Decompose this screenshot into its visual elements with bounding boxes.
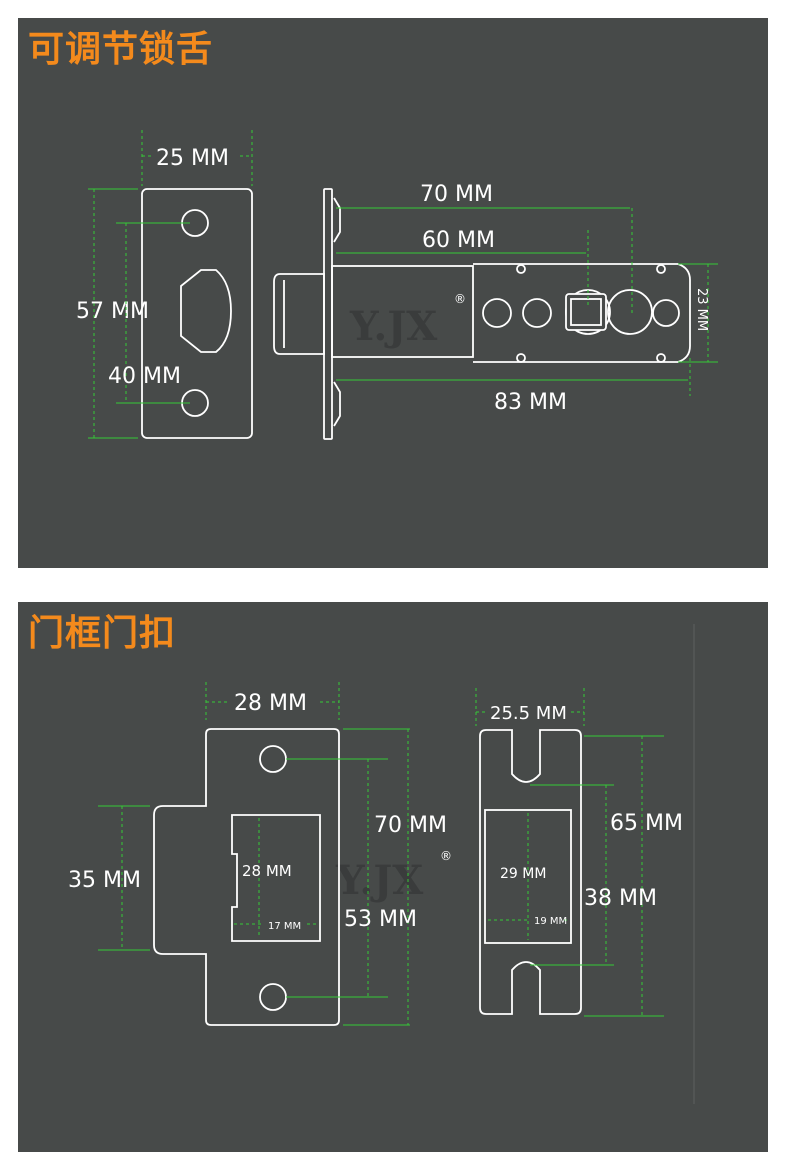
spindle-follower bbox=[565, 293, 607, 331]
tail-hole-2 bbox=[522, 298, 552, 328]
dim-hole-spacing: 40 MM bbox=[108, 222, 190, 404]
strike-plate-2-outline bbox=[479, 729, 582, 1015]
latch-diagram: Y.JX ® 25 MM 57 MM 40 bbox=[76, 130, 718, 440]
strike-diagram: Y.JX ® 28 MM 17 MM 28 MM 35 MM bbox=[68, 624, 695, 1104]
latch-tail bbox=[473, 263, 691, 363]
dim-plate2-height: 65 MM bbox=[584, 735, 683, 1017]
strike-plate-1-hole-top bbox=[259, 745, 287, 773]
dim-plate1-holes: 53 MM bbox=[286, 758, 417, 998]
dim-plate2-width: 25.5 MM bbox=[475, 688, 585, 726]
latch-panel: 可调节锁舌 Y.JX ® 25 MM 57 MM bbox=[18, 18, 768, 568]
label-17mm-window: 17 MM bbox=[268, 921, 301, 932]
dim-faceplate-width: 25 MM bbox=[141, 130, 253, 186]
dim-body-height: 23 MM bbox=[678, 263, 718, 363]
faceplate-outline bbox=[141, 188, 253, 439]
spindle-square-hole bbox=[570, 298, 602, 326]
dim-plate1-tab: 35 MM bbox=[68, 805, 150, 951]
label-29mm-window: 29 MM bbox=[500, 866, 546, 882]
dim-total-length: 83 MM bbox=[336, 358, 691, 415]
strike-registered-mark: ® bbox=[440, 849, 452, 863]
dim-plate1-height: 70 MM bbox=[343, 728, 447, 1026]
label-60mm: 60 MM bbox=[422, 228, 495, 253]
label-35mm: 35 MM bbox=[68, 868, 141, 893]
label-83mm: 83 MM bbox=[494, 390, 567, 415]
screw-bump-top bbox=[333, 197, 341, 243]
strike-watermark: Y.JX bbox=[335, 857, 423, 904]
dim-length-70: 70 MM bbox=[336, 182, 633, 314]
label-23mm: 23 MM bbox=[694, 288, 709, 331]
spindle-boss-right bbox=[607, 289, 653, 335]
label-25mm: 25 MM bbox=[156, 146, 229, 171]
latch-sleeve bbox=[331, 265, 474, 358]
label-70mm-strike: 70 MM bbox=[374, 813, 447, 838]
latch-watermark: Y.JX bbox=[349, 303, 437, 350]
dim-faceplate-height: 57 MM bbox=[76, 188, 149, 439]
latch-registered-mark: ® bbox=[454, 292, 466, 306]
dim-length-60: 60 MM bbox=[336, 228, 589, 308]
label-65mm: 65 MM bbox=[610, 811, 683, 836]
strike-plate-1-hole-bottom bbox=[259, 983, 287, 1011]
dim-plate2-slots: 38 MM bbox=[530, 784, 657, 966]
strike-panel: 门框门扣 Y.JX ® 28 MM 17 MM 28 MM bbox=[18, 602, 768, 1152]
label-25-5mm: 25.5 MM bbox=[490, 703, 567, 724]
label-28mm-window: 28 MM bbox=[242, 862, 292, 880]
screw-bump-bottom bbox=[333, 381, 341, 427]
tail-hole-3 bbox=[652, 299, 680, 327]
strike-plate-2-window bbox=[484, 809, 572, 944]
strike-plate-1: 28 MM 17 MM bbox=[153, 728, 340, 1026]
label-40mm: 40 MM bbox=[108, 364, 181, 389]
strike-plate-2: 29 MM 19 MM bbox=[479, 729, 582, 1015]
latch-bolt bbox=[273, 273, 325, 355]
strike-plate-1-outline bbox=[153, 728, 340, 1026]
strike-title: 门框门扣 bbox=[28, 613, 177, 654]
faceplate-front bbox=[141, 188, 253, 439]
latch-opening bbox=[180, 269, 232, 353]
label-38mm: 38 MM bbox=[584, 886, 657, 911]
latch-side bbox=[273, 188, 691, 440]
strike-plate-1-window bbox=[231, 814, 321, 942]
dim-plate1-width: 28 MM bbox=[205, 682, 340, 720]
label-57mm: 57 MM bbox=[76, 299, 149, 324]
faceplate-side bbox=[323, 188, 333, 440]
label-53mm: 53 MM bbox=[344, 907, 417, 932]
latch-title: 可调节锁舌 bbox=[28, 29, 214, 70]
label-70mm: 70 MM bbox=[420, 182, 493, 207]
tail-hole-1 bbox=[482, 298, 512, 328]
label-19mm-window: 19 MM bbox=[534, 916, 567, 927]
label-28mm: 28 MM bbox=[234, 691, 307, 716]
